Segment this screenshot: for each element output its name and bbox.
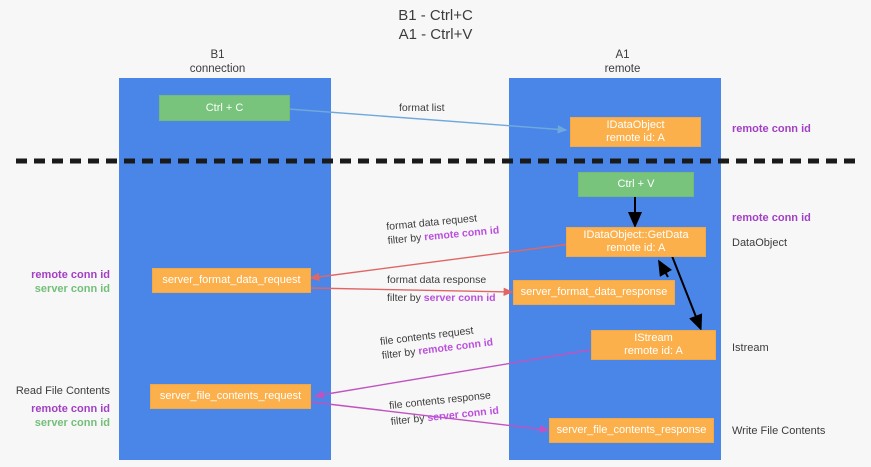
filter-by-prefix: filter by	[387, 231, 425, 247]
node-istream[interactable]: IStream remote id: A	[591, 330, 716, 360]
edge-label-format-data-response-line1: format data response	[387, 274, 487, 286]
filter-by-prefix: filter by	[390, 412, 429, 428]
node-server-file-contents-response-label: server_file_contents_response	[556, 424, 707, 436]
node-ctrl-c[interactable]: Ctrl + C	[159, 95, 290, 121]
node-getdata-label: IDataObject::GetData	[583, 229, 689, 241]
node-idataobject-label: IDataObject	[606, 119, 665, 131]
lane-header-b1-line1: B1	[210, 49, 225, 61]
lane-header-a1-line1: A1	[615, 49, 630, 61]
node-ctrl-v-label: Ctrl + V	[617, 178, 655, 190]
node-idataobject[interactable]: IDataObject remote id: A	[570, 117, 701, 147]
node-idataobject-sublabel: remote id: A	[606, 132, 665, 144]
edge-format-list	[274, 107, 568, 134]
lane-header-a1-line2: remote	[604, 63, 641, 75]
filter-by-prefix: filter by	[387, 292, 424, 304]
annotation-left-remote-conn-id-mid: remote conn id	[31, 269, 110, 281]
node-ctrl-c-label: Ctrl + C	[205, 101, 244, 114]
annotation-remote-conn-id-mid: remote conn id	[732, 212, 811, 224]
node-server-file-contents-request[interactable]: server_file_contents_request	[150, 384, 311, 409]
node-server-format-data-response[interactable]: server_format_data_response	[513, 280, 675, 305]
node-ctrl-v[interactable]: Ctrl + V	[578, 172, 694, 197]
node-istream-sublabel: remote id: A	[624, 345, 683, 357]
edge-format-data-response	[310, 287, 514, 297]
node-server-format-data-request-label: server_format_data_request	[162, 274, 301, 286]
annotation-left-server-conn-id-mid: server conn id	[34, 283, 110, 295]
node-server-file-contents-response[interactable]: server_file_contents_response	[549, 418, 714, 443]
lane-header-b1: B1 connection	[150, 48, 285, 76]
edge-file-contents-response	[310, 401, 550, 434]
annotation-read-file-contents: Read File Contents	[15, 385, 110, 397]
lane-header-a1: A1 remote	[555, 48, 690, 76]
node-server-format-data-request[interactable]: server_format_data_request	[152, 268, 311, 293]
title-line-2: A1 - Ctrl+V	[398, 26, 473, 43]
node-getdata-sublabel: remote id: A	[606, 242, 666, 254]
title-line-1: B1 - Ctrl+C	[398, 7, 473, 24]
edge-label-format-data-response: format data response filter by server co…	[387, 273, 496, 305]
edge-label-format-data-response-line2: filter by server conn id	[387, 291, 496, 305]
filter-by-key: server conn id	[423, 292, 496, 304]
node-istream-label: IStream	[634, 332, 673, 344]
edge-format-response-to-getdata	[658, 259, 673, 278]
edge-label-format-list-text: format list	[399, 102, 445, 114]
lane-header-b1-line2: connection	[189, 63, 246, 75]
edge-format-data-request	[309, 242, 579, 282]
node-server-format-data-response-label: server_format_data_response	[520, 286, 668, 298]
edge-file-contents-request	[313, 349, 591, 399]
annotation-remote-conn-id-top: remote conn id	[732, 123, 811, 135]
annotation-left-server-conn-id-bottom: server conn id	[34, 417, 110, 429]
annotation-dataobject: DataObject	[732, 237, 788, 249]
node-getdata[interactable]: IDataObject::GetData remote id: A	[566, 227, 706, 257]
diagram-title: B1 - Ctrl+C A1 - Ctrl+V	[0, 6, 871, 44]
node-server-file-contents-request-label: server_file_contents_request	[159, 390, 302, 402]
edge-getdata-to-istream	[671, 255, 703, 331]
annotation-left-remote-conn-id-bottom: remote conn id	[31, 403, 110, 415]
annotation-write-file-contents: Write File Contents	[732, 425, 826, 437]
edge-label-format-list: format list	[399, 101, 445, 115]
annotation-istream: Istream	[732, 342, 769, 354]
